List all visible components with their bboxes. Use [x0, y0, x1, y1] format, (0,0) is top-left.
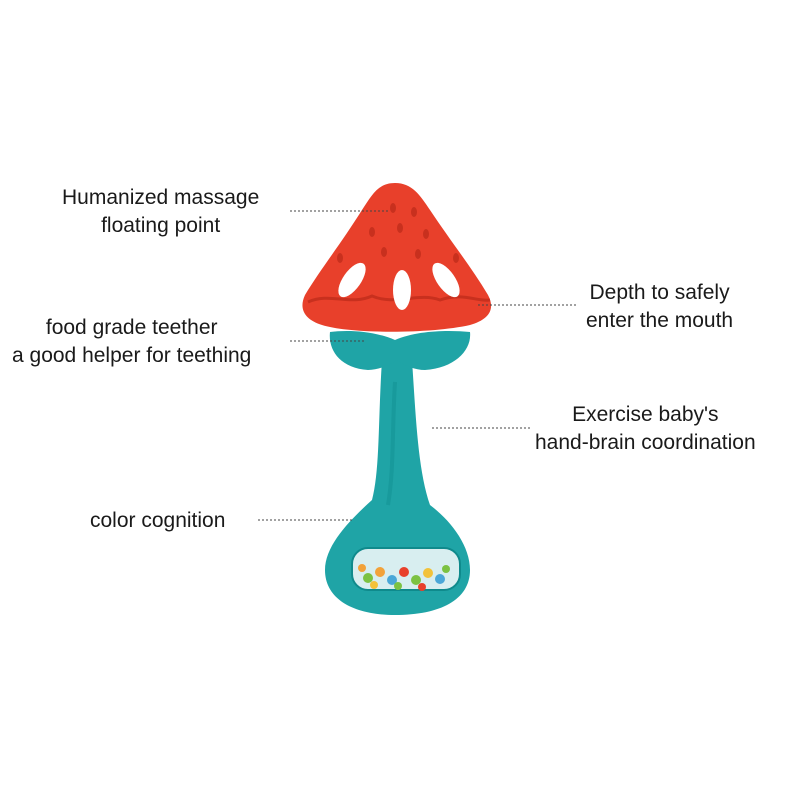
leader-lines — [258, 210, 578, 521]
label-food-grade-teether: food grade teether a good helper for tee… — [12, 316, 252, 367]
label-color-cognition: color cognition — [90, 509, 226, 532]
label-depth-safely: Depth to safely enter the mouth — [586, 281, 734, 332]
label-exercise-coordination: Exercise baby's hand-brain coordination — [535, 403, 756, 454]
label-humanized-massage: Humanized massage floating point — [62, 186, 260, 237]
strawberry-teether — [302, 183, 492, 332]
bead-window — [351, 547, 461, 591]
